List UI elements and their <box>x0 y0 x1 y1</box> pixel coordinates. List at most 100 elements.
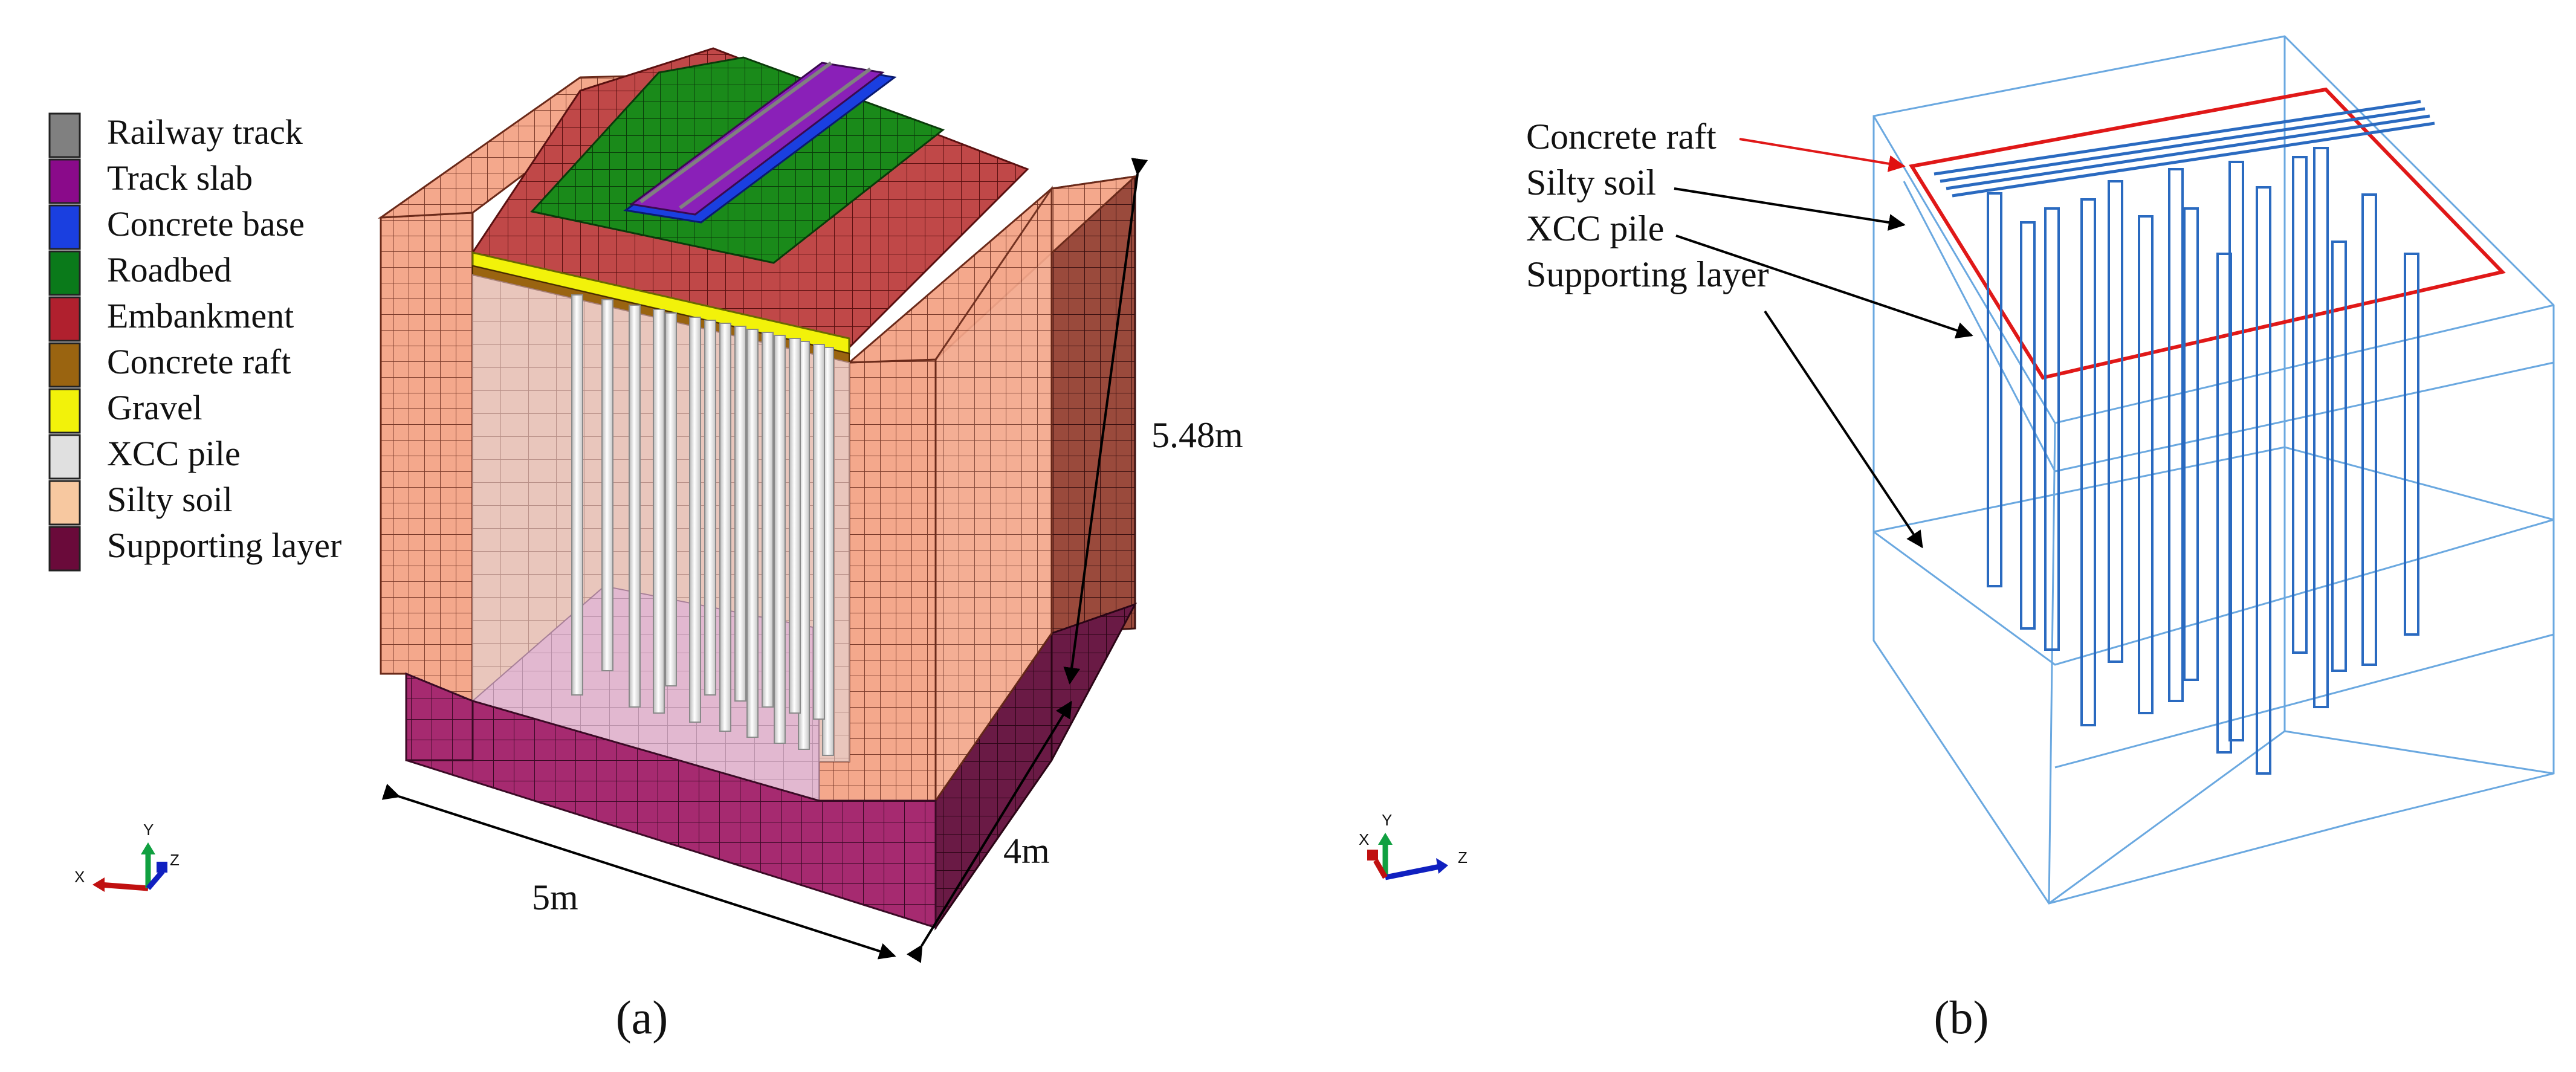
xcc-pile <box>746 329 759 738</box>
legend-item: XCC pile <box>48 434 241 480</box>
xcc-pile <box>571 294 583 696</box>
legend-swatch <box>48 250 81 296</box>
dimension-height: 5.48m <box>1063 158 1243 685</box>
legend-label: Railway track <box>107 112 303 152</box>
axis-x-letter: X <box>74 868 85 886</box>
axis-y-letter: Y <box>143 821 154 839</box>
legend-label: Supporting layer <box>107 526 341 565</box>
xcc-pile-wire <box>1987 192 2002 587</box>
legend-item: Embankment <box>48 296 294 342</box>
axis-z-letter: Z <box>170 851 180 869</box>
xcc-pile <box>601 299 613 671</box>
axis-z-letter: Z <box>1458 848 1468 867</box>
track-lines <box>1934 100 2435 198</box>
xcc-pile-wire <box>2361 193 2377 666</box>
raft-outline <box>1909 87 2506 380</box>
callout-concrete-raft: Concrete raft <box>1526 117 1717 157</box>
xcc-pile <box>789 338 801 714</box>
legend-swatch <box>48 112 81 158</box>
legend-swatch <box>48 480 81 526</box>
xcc-pile-wire <box>2404 253 2419 636</box>
front-face-support-left <box>405 672 474 761</box>
xcc-pile-wire <box>2020 221 2036 630</box>
legend-label: Concrete base <box>107 204 305 244</box>
wireframe-box <box>1872 35 2555 905</box>
callout-xcc-pile: XCC pile <box>1526 208 1664 248</box>
legend-swatch <box>48 158 81 204</box>
xcc-pile <box>719 323 731 732</box>
legend-label: Track slab <box>107 158 253 198</box>
legend-item: Gravel <box>48 388 202 434</box>
xcc-pile <box>813 344 825 720</box>
xcc-pile-wire <box>2138 215 2154 714</box>
axis-x-letter: X <box>1359 830 1369 848</box>
xcc-pile-wire <box>2183 207 2199 681</box>
xcc-pile-wire <box>2256 186 2271 775</box>
legend-item: Roadbed <box>48 250 231 296</box>
xcc-pile-wire <box>2168 168 2184 702</box>
legend-item: Silty soil <box>48 480 233 526</box>
xcc-pile <box>665 312 677 686</box>
xcc-pile <box>629 305 641 708</box>
xcc-pile-wire <box>2292 156 2308 654</box>
width-label: 5m <box>532 877 578 917</box>
xcc-pile-wire <box>2080 198 2096 726</box>
panel-b: Concrete raft Silty soil XCC pile Suppor… <box>1359 35 2555 1044</box>
z-axis-icon <box>1385 864 1440 880</box>
axis-triad-b: X Y Z <box>1359 811 1468 880</box>
legend-swatch <box>48 342 81 388</box>
track-slab <box>629 62 885 216</box>
legend-swatch <box>48 434 81 480</box>
legend-label: Gravel <box>107 388 202 427</box>
legend-label: XCC pile <box>107 434 241 473</box>
xcc-pile <box>704 320 716 696</box>
xcc-pile-wire <box>2044 207 2060 651</box>
legend-item: Supporting layer <box>48 526 341 572</box>
legend-item: Concrete base <box>48 204 305 250</box>
mesh-model <box>377 47 1138 931</box>
legend-label: Silty soil <box>107 480 233 519</box>
xcc-pile <box>689 317 701 723</box>
xcc-pile <box>734 326 746 702</box>
xcc-pile <box>653 309 665 714</box>
caption-a: (a) <box>616 991 668 1044</box>
legend-label: Concrete raft <box>107 342 291 381</box>
railway-track <box>679 67 872 210</box>
legend-swatch <box>48 204 81 250</box>
xcc-pile-wire <box>2108 180 2123 663</box>
x-axis-icon <box>99 882 149 891</box>
legend-label: Embankment <box>107 296 294 335</box>
legend-item: Railway track <box>48 112 303 158</box>
legend-swatch <box>48 296 81 342</box>
height-label: 5.48m <box>1151 415 1243 455</box>
dimension-width: 5m <box>381 783 896 960</box>
xcc-pile-wire <box>2313 147 2329 708</box>
legend-swatch <box>48 388 81 434</box>
legend-swatch <box>48 526 81 572</box>
callout-silty-soil: Silty soil <box>1526 163 1656 202</box>
axis-triad-a: X Y Z <box>74 821 180 892</box>
right-silty-column <box>934 186 1053 804</box>
axis-y-letter: Y <box>1382 811 1392 829</box>
xcc-piles-wireframe <box>1987 147 2419 775</box>
front-face-silty <box>380 211 474 761</box>
railway-track <box>639 61 832 204</box>
depth-label: 4m <box>1003 831 1050 871</box>
caption-b: (b) <box>1934 991 1989 1044</box>
dimension-depth: 4m <box>906 700 1072 963</box>
z-axis-icon <box>146 870 165 890</box>
xcc-pile <box>774 335 786 744</box>
xcc-piles <box>571 294 834 756</box>
x-axis-icon <box>1373 859 1388 879</box>
legend-item: Track slab <box>48 158 253 204</box>
callouts: Concrete raft Silty soil XCC pile Suppor… <box>1526 117 1973 549</box>
legend-item: Concrete raft <box>48 342 291 388</box>
xcc-pile <box>762 332 774 708</box>
side-face-silty <box>1050 175 1136 634</box>
xcc-pile-wire <box>2331 241 2347 672</box>
legend-label: Roadbed <box>107 250 231 289</box>
xcc-pile-wire <box>2216 253 2232 754</box>
